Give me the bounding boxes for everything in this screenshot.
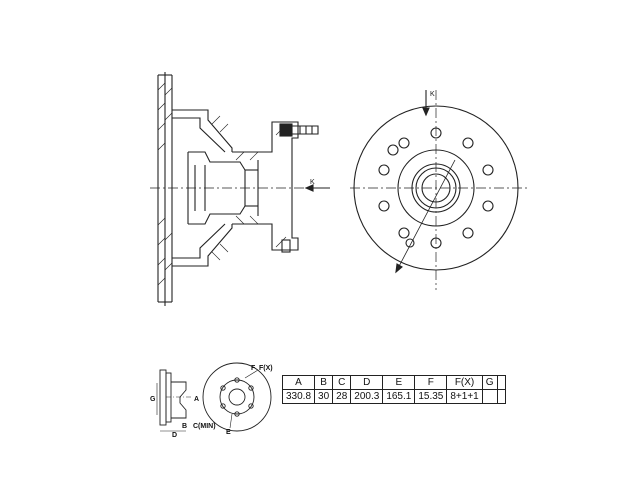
legend-label-d: D [172,432,177,439]
spec-header-f: F [414,375,448,390]
spec-value-g [481,389,498,404]
legend-diagram [156,362,272,432]
legend-label-g: G [150,396,156,403]
spec-value-b: 30 [314,389,334,404]
spec-header-a: A [281,375,316,390]
spec-header-b: B [314,375,334,390]
stud-holes [378,127,494,249]
spec-header-e: E [382,375,416,390]
section-k-side-label: K [310,179,315,186]
spec-value-e: 165.1 [382,389,416,404]
spec-table-value-row: 330.8 30 28 200.3 165.1 15.35 8+1+1 [281,389,506,404]
spec-value-d: 200.3 [350,389,384,404]
spec-header-g: G [481,375,498,390]
section-k-top-label: K [430,91,435,98]
legend-label-c: C(MIN) [193,423,216,430]
spec-value-fx: 8+1+1 [446,389,483,404]
legend-label-a: A [194,396,199,403]
legend-label-f: F [251,365,256,372]
spec-value-blank [496,389,506,404]
spec-header-fx: F(X) [446,375,483,390]
spec-header-d: D [350,375,384,390]
legend-label-b: B [182,423,187,430]
spec-header-blank [496,375,506,390]
legend-label-fx: F(X) [259,365,273,372]
disc-front-view [350,90,528,290]
spec-table-header-row: A B C D E F F(X) G [281,375,506,390]
spec-header-c: C [332,375,352,390]
spec-value-f: 15.35 [414,389,448,404]
spec-value-c: 28 [332,389,352,404]
spec-value-a: 330.8 [281,389,316,404]
spec-table: A B C D E F F(X) G 330.8 30 28 200.3 165… [281,375,506,404]
legend-label-e: E [226,429,231,436]
disc-section-view [150,72,330,306]
